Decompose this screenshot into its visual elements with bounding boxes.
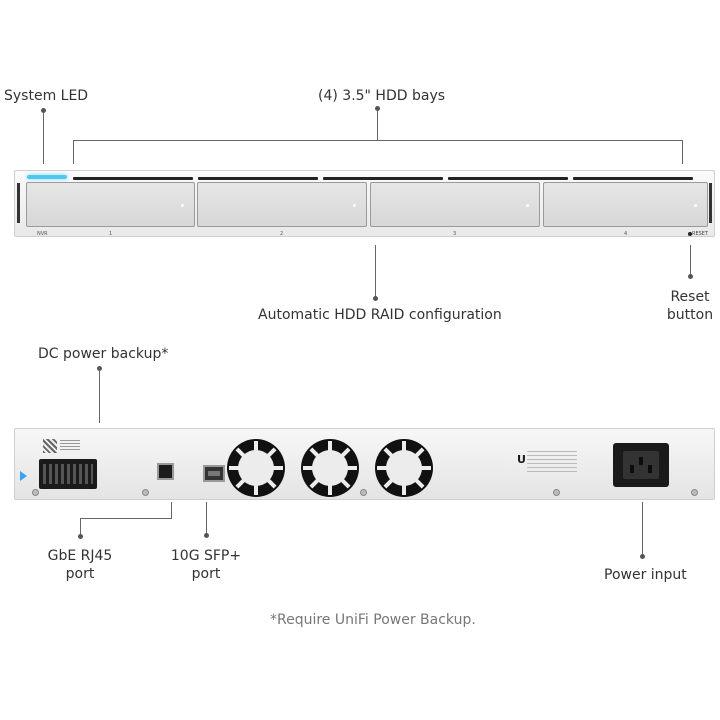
vent-slot — [448, 177, 568, 180]
fan-icon — [227, 439, 285, 497]
reset-button[interactable] — [688, 232, 692, 236]
power-pin — [630, 465, 634, 473]
hdd-bays-bracket-left — [73, 140, 74, 164]
fan-hub — [386, 450, 422, 486]
raid-leader-dot — [373, 296, 378, 301]
rj45-leader-vertical — [171, 502, 172, 518]
raid-leader — [375, 245, 376, 298]
hdd-bays-bracket — [73, 140, 683, 141]
footnote: *Require UniFi Power Backup. — [270, 612, 476, 628]
qr-code — [43, 439, 57, 453]
reset-label: Reset button — [660, 288, 720, 324]
sfp-label-line1: 10G SFP+ — [170, 548, 242, 564]
label-sticker — [60, 440, 80, 452]
dc-pins — [43, 464, 93, 484]
power-pin — [639, 457, 643, 465]
system-led-label: System LED — [4, 88, 89, 104]
bay-number: 3 — [453, 231, 457, 237]
power-pin — [648, 465, 652, 473]
nvr-front-panel: NVR 1 2 3 4 RESET — [14, 170, 715, 237]
power-input-label: Power input — [604, 567, 687, 583]
fan-icon — [301, 439, 359, 497]
power-input-socket[interactable] — [613, 443, 669, 487]
reset-text: RESET — [691, 231, 708, 237]
sfp-plus-port[interactable] — [203, 465, 225, 482]
screw — [553, 489, 560, 496]
bay-indicator — [694, 204, 697, 207]
power-leader-dot — [640, 554, 645, 559]
rj45-label-line1: GbE RJ45 — [47, 548, 113, 564]
screw — [360, 489, 367, 496]
hdd-bay-3[interactable] — [370, 182, 540, 227]
system-led — [27, 175, 67, 179]
rack-ear-right — [709, 183, 712, 223]
fan-hub — [312, 450, 348, 486]
vent-slot — [323, 177, 443, 180]
nvr-back-panel: U — [14, 428, 715, 500]
reset-leader — [690, 245, 691, 276]
hdd-bays-leader — [377, 108, 378, 140]
screw — [32, 489, 39, 496]
hdd-bays-bracket-right — [682, 140, 683, 164]
rj45-leader-horizontal — [80, 518, 172, 519]
bay-indicator — [181, 204, 184, 207]
power-leader — [642, 502, 643, 556]
system-led-leader — [43, 110, 44, 164]
fan-hub — [238, 450, 274, 486]
rack-ear-left — [17, 183, 20, 223]
raid-label: Automatic HDD RAID configuration — [258, 307, 502, 323]
hdd-bay-2[interactable] — [197, 182, 367, 227]
bay-number: 1 — [109, 231, 113, 237]
dc-backup-label: DC power backup* — [38, 346, 169, 362]
gbe-rj45-port[interactable] — [157, 463, 174, 480]
reset-label-line2: button — [666, 307, 714, 323]
hdd-bays-leader-dot — [375, 106, 380, 111]
hdd-bay-1[interactable] — [26, 182, 195, 227]
hdd-bays-label: (4) 3.5" HDD bays — [318, 88, 446, 104]
model-label: NVR — [37, 231, 48, 237]
hdd-bay-4[interactable] — [543, 182, 708, 227]
vent-slot — [198, 177, 318, 180]
fan-icon — [375, 439, 433, 497]
bay-indicator — [353, 204, 356, 207]
ubiquiti-logo-icon: U — [517, 453, 526, 466]
sfp-label-line2: port — [191, 566, 221, 582]
bay-indicator — [526, 204, 529, 207]
screw — [142, 489, 149, 496]
reset-leader-dot — [688, 274, 693, 279]
bay-number: 4 — [624, 231, 628, 237]
bay-number: 2 — [280, 231, 284, 237]
vent-slot — [573, 177, 693, 180]
system-led-leader-dot — [41, 108, 46, 113]
sfp-label: 10G SFP+ port — [156, 547, 256, 583]
dc-power-backup-port[interactable] — [39, 459, 97, 489]
reset-label-line1: Reset — [670, 289, 710, 305]
power-socket-recess — [623, 451, 659, 479]
sfp-leader — [206, 502, 207, 535]
arrow-right-icon — [20, 471, 27, 481]
rj45-leader-drop — [80, 518, 81, 536]
screw — [691, 489, 698, 496]
certification-marks — [527, 451, 577, 475]
sfp-leader-dot — [204, 533, 209, 538]
rj45-label: GbE RJ45 port — [30, 547, 130, 583]
rj45-leader-dot — [78, 534, 83, 539]
dc-backup-leader — [99, 368, 100, 423]
vent-slot — [73, 177, 193, 180]
rj45-label-line2: port — [65, 566, 95, 582]
